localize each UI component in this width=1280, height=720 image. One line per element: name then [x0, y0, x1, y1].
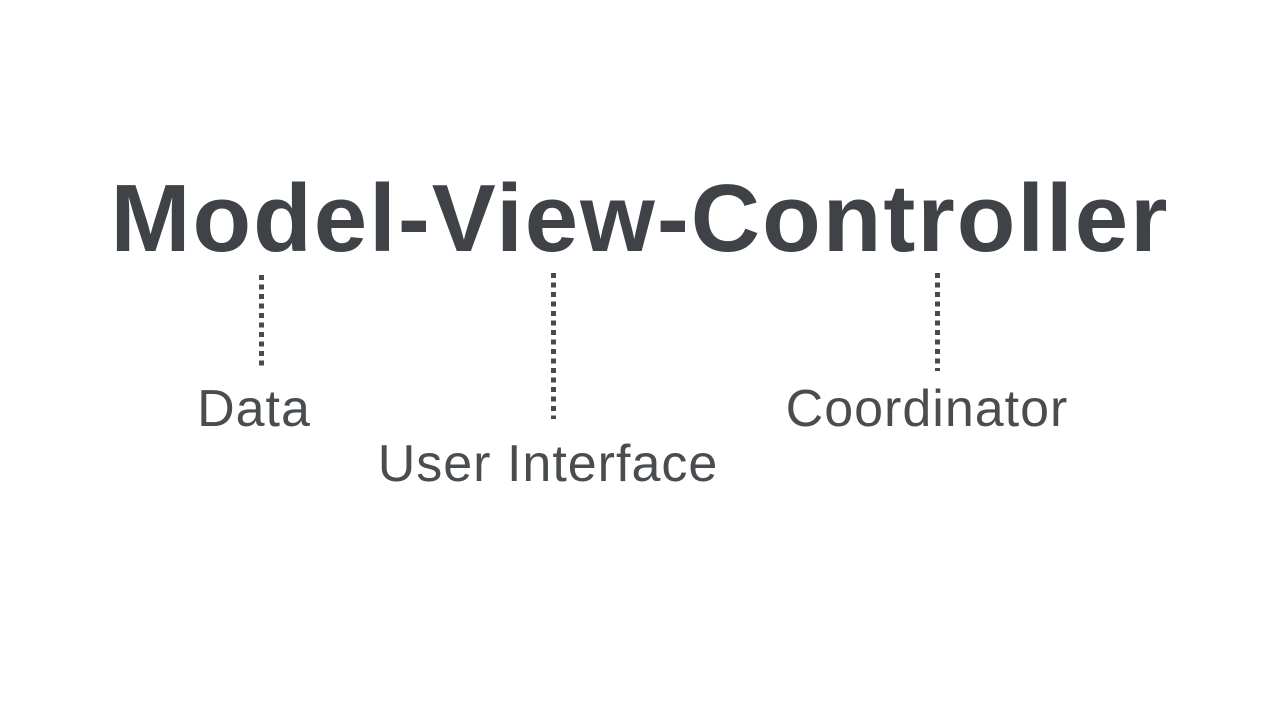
dotted-connector-controller	[935, 273, 940, 371]
dotted-connector-model	[259, 275, 264, 370]
dotted-connector-view	[551, 273, 556, 419]
label-controller-coordinator: Coordinator	[785, 380, 1069, 438]
label-model-data: Data	[197, 380, 311, 438]
slide-title: Model-View-Controller	[110, 165, 1170, 272]
label-view-user-interface: User Interface	[377, 435, 719, 493]
